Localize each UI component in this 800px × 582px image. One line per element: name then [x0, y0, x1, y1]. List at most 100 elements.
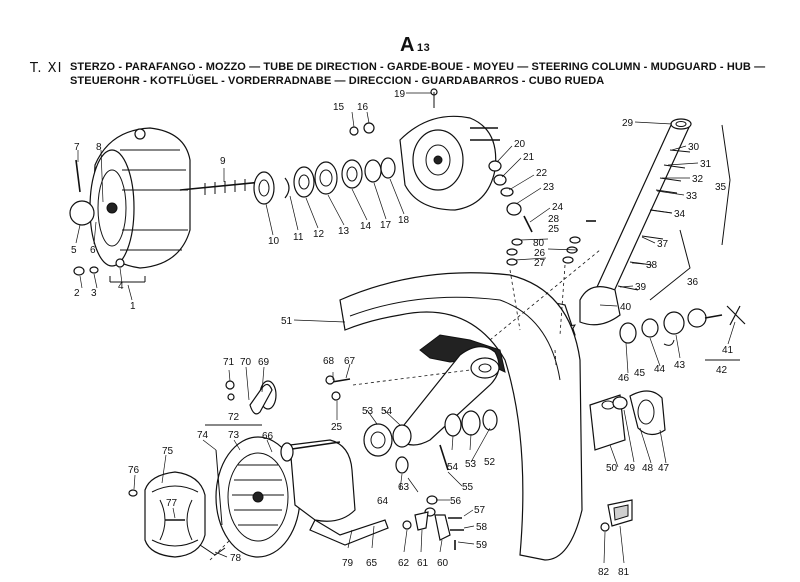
- callout-64: 64: [377, 496, 389, 507]
- callout-15: 15: [333, 102, 345, 113]
- callout-38: 38: [646, 260, 658, 271]
- clip-76: [128, 489, 138, 497]
- callout-20: 20: [514, 139, 526, 150]
- callout-10: 10: [268, 236, 280, 247]
- brake-carrier: [259, 380, 389, 546]
- callout-50: 50: [606, 463, 618, 474]
- steering-head-housing: [399, 88, 500, 211]
- brake-shoes: [144, 471, 226, 558]
- callout-31: 31: [700, 159, 712, 170]
- callout-34: 34: [674, 209, 686, 220]
- callout-48: 48: [642, 463, 654, 474]
- callout-52: 52: [484, 457, 496, 468]
- callout-2: 2: [74, 288, 80, 299]
- callout-82: 82: [598, 567, 610, 578]
- callout-25a: 25: [548, 224, 560, 235]
- callout-33: 33: [686, 191, 698, 202]
- callout-42: 42: [716, 365, 728, 376]
- callout-5: 5: [71, 245, 77, 256]
- callout-8: 8: [96, 142, 102, 153]
- callout-28: 28: [548, 214, 560, 225]
- callout-29: 29: [622, 118, 634, 129]
- callout-labels: 1 2 3 4 5 6 7 8 9 10 11 12 13 14 15 16 1…: [71, 89, 734, 578]
- callout-13: 13: [338, 226, 350, 237]
- callout-6: 6: [90, 245, 96, 256]
- callout-68: 68: [323, 356, 335, 367]
- callout-80: 80: [533, 238, 545, 249]
- callout-36: 36: [687, 277, 699, 288]
- hub-drum: [69, 127, 191, 269]
- callout-7: 7: [74, 142, 80, 153]
- callout-3: 3: [91, 288, 97, 299]
- callout-77: 77: [166, 498, 178, 509]
- mudguard: [339, 272, 583, 561]
- callout-41: 41: [722, 345, 734, 356]
- callout-51: 51: [281, 316, 293, 327]
- callout-62: 62: [398, 558, 410, 569]
- page-number-sub: 13: [416, 42, 431, 54]
- page-letter: A: [400, 34, 415, 56]
- callout-56: 56: [450, 496, 462, 507]
- callout-24: 24: [552, 202, 564, 213]
- bracket-35: [721, 124, 731, 246]
- callout-57: 57: [474, 505, 486, 516]
- callout-37: 37: [657, 239, 669, 250]
- callout-66: 66: [262, 431, 274, 442]
- callout-21: 21: [523, 152, 535, 163]
- callout-26: 26: [534, 248, 546, 259]
- callout-9: 9: [220, 156, 226, 167]
- callout-39: 39: [635, 282, 647, 293]
- callout-76: 76: [128, 465, 140, 476]
- nut-2: [73, 266, 85, 276]
- leader-lines: [75, 92, 736, 564]
- callout-40: 40: [620, 302, 632, 313]
- axle-assembly: [179, 122, 396, 205]
- callout-81: 81: [618, 567, 630, 578]
- callout-43: 43: [674, 360, 686, 371]
- bracket-36: [649, 229, 691, 301]
- callout-53a: 53: [362, 406, 374, 417]
- callout-69: 69: [258, 357, 270, 368]
- callout-45: 45: [634, 368, 646, 379]
- callout-23: 23: [543, 182, 555, 193]
- callout-72: 72: [228, 412, 240, 423]
- callout-12: 12: [313, 229, 325, 240]
- callout-16: 16: [357, 102, 369, 113]
- callout-59: 59: [476, 540, 488, 551]
- callout-71: 71: [223, 357, 235, 368]
- washer-3: [89, 266, 99, 274]
- callout-70: 70: [240, 357, 252, 368]
- callout-11: 11: [293, 232, 304, 243]
- callout-74: 74: [197, 430, 209, 441]
- callout-60: 60: [437, 558, 449, 569]
- callout-4: 4: [118, 281, 124, 292]
- callout-65: 65: [366, 558, 378, 569]
- callout-63: 63: [398, 482, 410, 493]
- callout-32: 32: [692, 174, 704, 185]
- callout-47: 47: [658, 463, 670, 474]
- group-brackets: [109, 276, 740, 426]
- callout-79: 79: [342, 558, 354, 569]
- callout-61: 61: [417, 558, 429, 569]
- assembly-lines: [209, 249, 601, 561]
- callout-54b: 54: [447, 462, 459, 473]
- callout-27: 27: [534, 258, 546, 269]
- callout-14: 14: [360, 221, 372, 232]
- callout-53b: 53: [465, 459, 477, 470]
- callout-1: 1: [130, 301, 136, 312]
- shock-top-parts: [619, 305, 746, 346]
- pin-74: [215, 449, 223, 526]
- brake-anchor-plate: [215, 436, 301, 558]
- callout-73: 73: [228, 430, 240, 441]
- callout-75: 75: [162, 446, 174, 457]
- callout-35: 35: [715, 182, 727, 193]
- callout-54a: 54: [381, 406, 393, 417]
- callout-17: 17: [380, 220, 392, 231]
- callout-46: 46: [618, 373, 630, 384]
- small-parts-55-64: [395, 444, 464, 550]
- suspension-arm: [363, 346, 500, 457]
- callout-55: 55: [462, 482, 474, 493]
- screw-7: [75, 159, 81, 193]
